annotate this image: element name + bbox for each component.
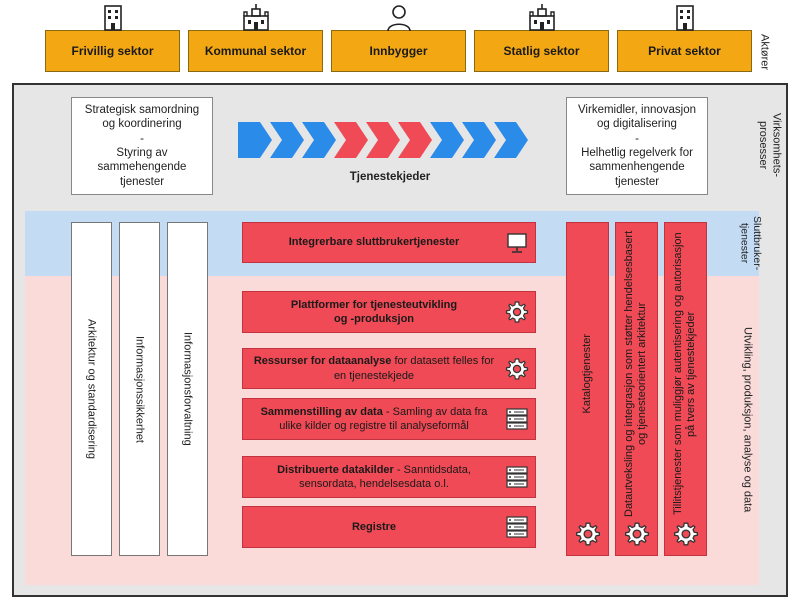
info-management-bar-label: Informasjonsforvaltning <box>181 332 194 446</box>
box-text: - Samling av data fra ulike kilder og re… <box>279 405 488 432</box>
data-analysis-box: Ressurser for dataanalyse for datasett f… <box>242 348 536 389</box>
column-label: Katalogtjenester <box>580 334 593 414</box>
box-title: Plattformer for tjenesteutvikling og -pr… <box>290 298 458 325</box>
service-chain-label: Tjenestekjeder <box>349 171 431 183</box>
trust-services-column: Tillitstjenester som muliggjør autentise… <box>664 222 707 556</box>
person-icon <box>384 4 414 32</box>
box-title: Sammenstilling av data <box>260 405 383 418</box>
gear-icon <box>575 521 601 547</box>
policy-box-text: Virkemidler, innovasjon og digitaliserin… <box>577 103 697 188</box>
actor-label: Kommunal sektor <box>204 44 307 58</box>
infosec-bar-label: Informasjonssikkerhet <box>133 335 146 443</box>
actor-privat-sektor: Privat sektor <box>617 30 752 72</box>
box-title: Integrerbare sluttbrukertjenester <box>288 236 460 249</box>
actor-label: Innbygger <box>369 44 428 58</box>
architecture-bar-label: Arkitektur og standardisering <box>85 318 98 459</box>
box-title: Registre <box>351 520 397 533</box>
gear-icon <box>673 521 699 547</box>
chevron-arrow <box>494 122 528 158</box>
monitor-icon <box>505 231 529 255</box>
actor-statlig-sektor: Statlig sektor <box>474 30 609 72</box>
data-exchange-column: Datautveksling og integrasjon som støtte… <box>615 222 658 556</box>
processes-side-label: Virksomhets- prosesser <box>757 113 783 177</box>
box-title: Distribuerte datakilder <box>277 463 394 476</box>
distributed-sources-box: Distribuerte datakilder - Sanntidsdata, … <box>242 456 536 498</box>
end-user-services-box: Integrerbare sluttbrukertjenester <box>242 222 536 263</box>
actors-side-label: Aktører <box>758 33 771 71</box>
info-management-bar: Informasjonsforvaltning <box>167 222 208 556</box>
box-text: - Sanntidsdata, sensordata, hendelsesdat… <box>299 463 471 490</box>
actor-label: Statlig sektor <box>503 44 580 58</box>
catalog-services-column: Katalogtjenester <box>566 222 609 556</box>
actor-label: Privat sektor <box>648 44 721 58</box>
office-building-icon <box>670 4 700 32</box>
chevron-arrow <box>398 122 432 158</box>
policy-box: Virkemidler, innovasjon og digitaliserin… <box>566 97 708 195</box>
database-icon <box>505 407 529 431</box>
town-hall-icon <box>527 4 557 32</box>
chevron-arrow <box>302 122 336 158</box>
platforms-box: Plattformer for tjenesteutvikling og -pr… <box>242 291 536 333</box>
strategy-box-text: Strategisk samordning og koordinering - … <box>84 103 200 188</box>
chevron-arrow <box>238 122 272 158</box>
development-side-label: Utvikling, produksjon, analyse og data <box>741 327 754 513</box>
chevron-arrow <box>430 122 464 158</box>
actor-innbygger: Innbygger <box>331 30 466 72</box>
data-compilation-box: Sammenstilling av data - Samling av data… <box>242 398 536 440</box>
chevron-arrow <box>270 122 304 158</box>
actor-label: Frivillig sektor <box>71 44 154 58</box>
gear-icon <box>624 521 650 547</box>
chevron-arrow <box>334 122 368 158</box>
chevron-arrow <box>462 122 496 158</box>
architecture-bar: Arkitektur og standardisering <box>71 222 112 556</box>
column-label: Tillitstjenester som muliggjør autentise… <box>672 232 698 516</box>
office-building-icon <box>98 4 128 32</box>
box-text: for datasett felles for en tjenestekjede <box>333 355 495 382</box>
gear-icon <box>505 357 529 381</box>
chevron-arrow <box>366 122 400 158</box>
strategy-box: Strategisk samordning og koordinering - … <box>71 97 213 195</box>
town-hall-icon <box>241 4 271 32</box>
actor-frivillig-sektor: Frivillig sektor <box>45 30 180 72</box>
gear-icon <box>505 300 529 324</box>
database-icon <box>505 465 529 489</box>
service-chain-chevrons <box>238 122 528 158</box>
box-title: Ressurser for dataanalyse <box>253 355 392 368</box>
actor-kommunal-sektor: Kommunal sektor <box>188 30 323 72</box>
end-user-side-label: Sluttbruker- tjenester <box>738 215 764 271</box>
database-icon <box>505 515 529 539</box>
infosec-bar: Informasjonssikkerhet <box>119 222 160 556</box>
registers-box: Registre <box>242 506 536 548</box>
column-label: Datautveksling og integrasjon som støtte… <box>623 230 649 518</box>
